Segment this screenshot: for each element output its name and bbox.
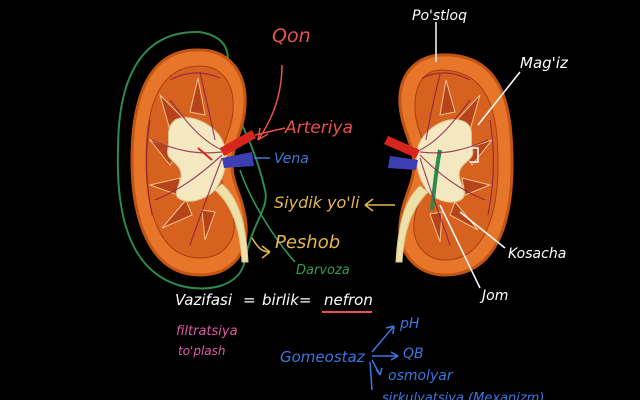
note-filtratsiya: filtratsiya (176, 324, 238, 339)
note-ph: pH (399, 316, 420, 332)
note-equals: = (243, 291, 256, 309)
left-pyramids (148, 77, 216, 241)
darvoza-pointer (239, 169, 296, 263)
right-inner-vessels (419, 72, 495, 246)
magiz-pointer (477, 71, 521, 126)
note-birlik: birlik= (262, 291, 311, 309)
label-siydik-yoli: Siydik yo'li (274, 193, 360, 212)
right-renal-artery (384, 136, 420, 158)
peshob-arrow (251, 237, 271, 259)
left-renal-artery (220, 130, 256, 156)
magiz-bracket (470, 147, 479, 163)
left-kidney (116, 30, 267, 290)
kosacha-pointer (459, 211, 506, 249)
left-vessel-tick (197, 147, 213, 161)
label-kosacha: Kosacha (508, 246, 566, 262)
label-qon: Qon (272, 25, 311, 47)
label-darvoza: Darvoza (296, 263, 350, 278)
note-toplash: to'plash (178, 344, 226, 358)
gomeostaz-arrow-last (369, 361, 373, 391)
left-renal-pelvis (166, 117, 227, 202)
note-nefron: nefron (324, 291, 373, 309)
left-renal-vein (222, 152, 254, 168)
note-gomeostaz: Gomeostaz (280, 348, 366, 366)
pointer-lines (239, 22, 521, 391)
text-labels: Qon Arteriya Vena Siydik yo'li Peshob Da… (175, 8, 569, 400)
label-postloq: Po'stloq (412, 8, 467, 24)
note-vazifasi: Vazifasi (175, 291, 233, 309)
left-inner-vessels (145, 71, 223, 246)
gomeostaz-arrow-qb (372, 351, 399, 361)
gomeostaz-arrow-ph (371, 325, 395, 353)
label-jom: Jom (479, 288, 508, 304)
note-partial: sirkulyatsiya (Mexanizm) (382, 391, 544, 400)
siydik-yoli-arrow (364, 198, 395, 212)
label-magiz: Mag'iz (520, 54, 569, 72)
note-osmolyar: osmolyar (388, 368, 454, 384)
arteriya-pointer (254, 127, 286, 136)
left-ureter (214, 183, 249, 263)
right-ureter (395, 185, 429, 263)
gomeostaz-arrow-osm (371, 359, 383, 376)
note-qb: QB (403, 346, 424, 362)
right-renal-vein (388, 156, 418, 170)
label-arteriya: Arteriya (284, 118, 353, 138)
label-vena: Vena (274, 151, 309, 167)
right-ureter-green (430, 149, 442, 211)
right-kidney (384, 53, 514, 277)
jom-pointer (439, 204, 481, 289)
qon-arrow (257, 64, 283, 141)
label-peshob: Peshob (275, 232, 340, 253)
